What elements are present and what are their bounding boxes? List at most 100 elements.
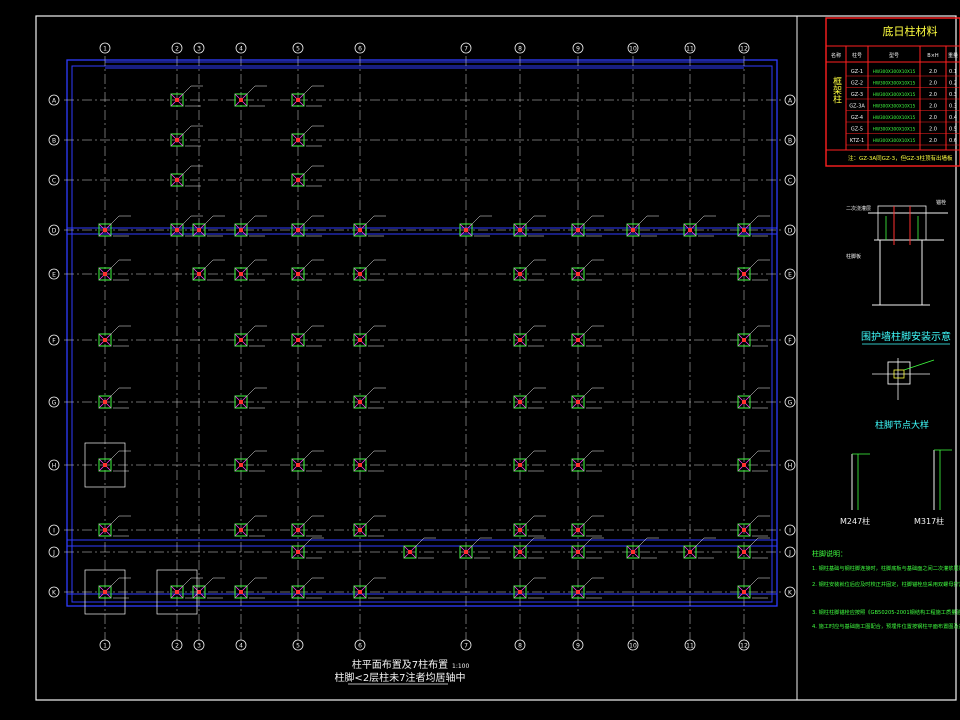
row-axis-label: A (52, 98, 57, 105)
schedule-cell-no: GZ-3 (851, 92, 863, 98)
steel-column (234, 85, 267, 107)
note-2: 2. 钢柱安装就位后应及时校正并固定，柱脚锚栓应采用双螺母拧紧。 (812, 580, 960, 588)
row-axis-label: J (52, 550, 55, 557)
steel-column (353, 215, 386, 237)
steel-column (737, 537, 770, 559)
column-axis-bubble: 6 (354, 42, 366, 54)
steel-column (737, 515, 770, 537)
row-axis-bubble: G (48, 396, 60, 408)
steel-column (571, 259, 604, 281)
row-axis-bubble: G (784, 396, 796, 408)
base-label-plate: 柱脚板 (846, 253, 861, 260)
column-axis-bubble: 11 (684, 42, 696, 54)
row-axis-label: K (52, 590, 57, 597)
schedule-cell-spec: HW300X300X10X15 (873, 138, 916, 143)
schedule-cell-wt: 0.1 (949, 69, 957, 75)
row-axis-bubble: I (784, 524, 796, 536)
schedule-header: 重量 (948, 52, 958, 59)
steel-column (192, 215, 225, 237)
steel-column (234, 515, 267, 537)
note-4: 4. 施工时应与基础施工图配合，预埋件位置按钢柱平面布置图及基础施工图确定。 (812, 622, 960, 630)
column-axis-label: 10 (629, 643, 637, 650)
steel-column (98, 215, 131, 237)
steel-column (170, 85, 203, 107)
steel-column (571, 325, 604, 347)
steel-column (353, 325, 386, 347)
steel-column (98, 577, 131, 599)
steel-column (170, 125, 203, 147)
steel-column (513, 325, 546, 347)
row-axis-bubble: D (784, 224, 796, 236)
schedule-cell-no: GZ-3A (849, 104, 865, 110)
column-axis-label: 7 (464, 46, 468, 53)
row-axis-label: B (52, 138, 56, 145)
column-axis-label: 1 (103, 643, 107, 650)
row-axis-bubble: I (48, 524, 60, 536)
steel-column (513, 577, 546, 599)
schedule-cell-bh: 2.0 (929, 115, 937, 121)
row-axis-bubble: E (48, 268, 60, 280)
steel-column (291, 515, 324, 537)
schedule-header: B×H (927, 53, 939, 59)
row-axis-label: G (52, 400, 57, 407)
column-axis-bubble: 3 (193, 639, 205, 651)
column-axis-bubble: 3 (193, 42, 205, 54)
steel-column (98, 450, 131, 472)
steel-column (571, 537, 604, 559)
column-axis-label: 12 (740, 46, 748, 53)
row-axis-label: K (788, 590, 793, 597)
column-axis-bubble: 8 (514, 639, 526, 651)
row-axis-bubble: C (784, 174, 796, 186)
steel-column (683, 537, 716, 559)
row-axis-label: H (788, 463, 793, 470)
beam-details: M247柱 M317柱 (840, 449, 952, 526)
steel-column (234, 577, 267, 599)
steel-column (353, 515, 386, 537)
steel-column (291, 325, 324, 347)
column-base-outline (84, 569, 126, 615)
row-axis-bubble: K (48, 586, 60, 598)
schedule-cell-bh: 2.0 (929, 127, 937, 133)
schedule-header: 名称 (831, 52, 841, 59)
column-axis-bubble: 5 (292, 42, 304, 54)
steel-column (737, 259, 770, 281)
steel-column (737, 325, 770, 347)
schedule-cell-bh: 2.0 (929, 81, 937, 87)
row-axis-bubble: F (784, 334, 796, 346)
drawing-scale: 1:100 (452, 663, 469, 670)
steel-column (626, 215, 659, 237)
schedule-group-label: 框架柱 (831, 75, 842, 103)
steel-column (737, 450, 770, 472)
column-axis-label: 4 (239, 643, 243, 650)
column-axis-label: 6 (358, 643, 362, 650)
column-axis-bubble: 4 (235, 42, 247, 54)
schedule-cell-wt: 0.4 (949, 115, 957, 121)
row-axis-label: D (788, 228, 793, 235)
column-axis-bubble: 10 (627, 639, 639, 651)
column-axis-bubble: 6 (354, 639, 366, 651)
steel-column (192, 577, 225, 599)
column-axis-label: 11 (686, 46, 694, 53)
steel-column (291, 537, 324, 559)
row-axis-bubble: H (784, 459, 796, 471)
steel-column (737, 215, 770, 237)
steel-column (98, 259, 131, 281)
schedule-cell-no: GZ-4 (851, 115, 863, 121)
column-axis-label: 3 (197, 643, 201, 650)
schedule-cell-bh: 2.0 (929, 69, 937, 75)
steel-column (353, 450, 386, 472)
drawing-subtitle: 柱脚<2层柱未7注者均居轴中 (334, 671, 465, 684)
steel-column (98, 325, 131, 347)
steel-column (170, 165, 203, 187)
column-axis-label: 1 (103, 46, 107, 53)
steel-column (513, 259, 546, 281)
row-axis-bubble: J (784, 546, 796, 558)
column-base-outline (156, 569, 198, 615)
column-axis-label: 9 (576, 643, 580, 650)
steel-column (291, 215, 324, 237)
drawing-title-block: 柱平面布置及7柱布置 1:100 柱脚<2层柱未7注者均居轴中 (334, 658, 469, 685)
row-axis-label: D (52, 228, 57, 235)
column-axis-label: 6 (358, 46, 362, 53)
steel-column (571, 215, 604, 237)
notes-heading: 柱脚说明： (812, 549, 847, 558)
